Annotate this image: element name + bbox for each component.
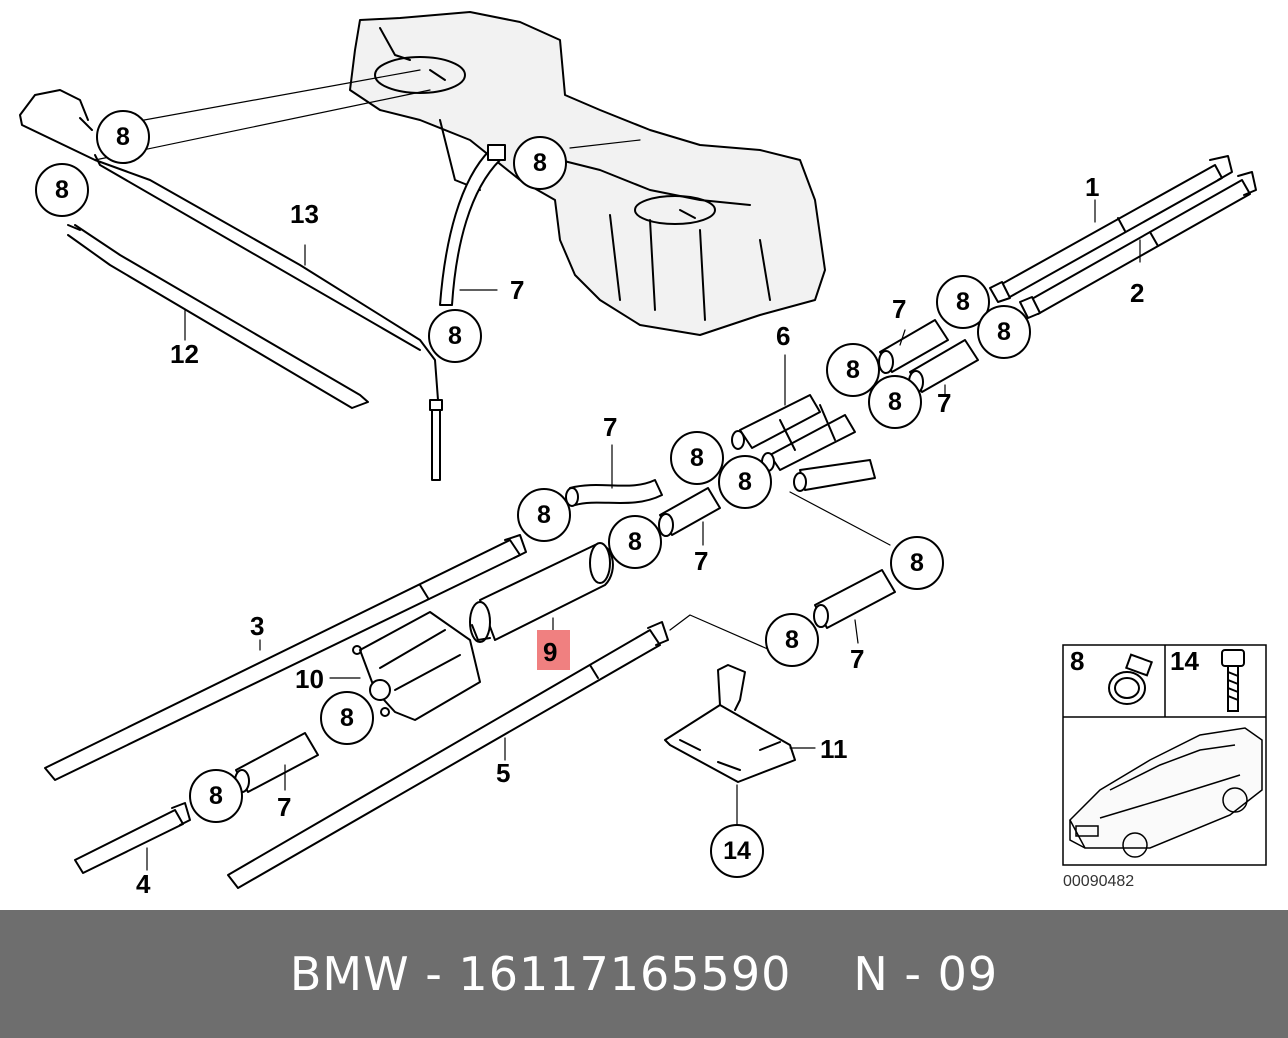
diagram-position: N - 09 [853, 947, 999, 1001]
svg-text:8: 8 [738, 468, 752, 496]
part-5-tube [227, 621, 669, 889]
diagram-reference-code: 00090482 [1063, 873, 1134, 890]
inset-bolt-label: 14 [1170, 646, 1199, 676]
label-part-5: 5 [496, 758, 510, 788]
label-part-6: 6 [776, 321, 790, 351]
svg-text:8: 8 [846, 356, 860, 384]
callout-bubble: 8 [320, 691, 374, 745]
part-7-hoses [234, 319, 979, 793]
label-part-1: 1 [1085, 172, 1099, 202]
label-part-7: 7 [603, 412, 617, 442]
part-11-shield [664, 664, 796, 783]
callout-bubble: 8 [96, 110, 150, 164]
svg-text:8: 8 [997, 318, 1011, 346]
label-part-4: 4 [136, 869, 151, 899]
footer-dash: - [425, 947, 443, 1001]
inset-panel: 8 14 00090482 [1062, 644, 1267, 890]
brand-name: BMW [289, 947, 410, 1001]
label-part-3: 3 [250, 611, 264, 641]
callout-bubbles: 8 8 8 8 8 8 8 8 8 8 8 8 8 8 8 8 14 [35, 110, 1031, 878]
label-part-7: 7 [510, 275, 524, 305]
fuel-tank [349, 11, 826, 336]
svg-text:8: 8 [690, 444, 704, 472]
svg-text:8: 8 [340, 704, 354, 732]
svg-text:8: 8 [448, 322, 462, 350]
svg-text:8: 8 [537, 501, 551, 529]
svg-text:8: 8 [956, 288, 970, 316]
label-part-7: 7 [694, 546, 708, 576]
inset-clamp-label: 8 [1070, 646, 1084, 676]
svg-text:8: 8 [785, 626, 799, 654]
label-part-13: 13 [290, 199, 319, 229]
callout-bubble: 8 [608, 515, 662, 569]
svg-text:8: 8 [209, 782, 223, 810]
callout-bubble: 8 [718, 455, 772, 509]
label-part-10: 10 [295, 664, 324, 694]
part-9-filter [469, 542, 614, 643]
svg-text:8: 8 [910, 549, 924, 577]
svg-text:8: 8 [55, 176, 69, 204]
part-1-tube [989, 155, 1233, 303]
callout-bubble: 8 [936, 275, 990, 329]
svg-text:8: 8 [116, 123, 130, 151]
callout-bubble: 8 [513, 136, 567, 190]
part-10-bracket [352, 611, 481, 721]
label-part-7: 7 [850, 644, 864, 674]
part-labels: 1 2 3 4 5 6 7 7 7 7 7 7 7 9 10 11 12 13 [136, 172, 1144, 899]
callout-bubble: 8 [890, 536, 944, 590]
svg-text:14: 14 [723, 837, 751, 865]
leader-lines [94, 69, 1141, 871]
callout-bubble: 8 [868, 375, 922, 429]
callout-bubble: 8 [189, 769, 243, 823]
callout-bubble: 8 [428, 309, 482, 363]
part-4-tube [74, 802, 191, 874]
callout-bubble: 8 [765, 613, 819, 667]
parts-diagram: 8 8 8 8 8 8 8 8 8 8 8 8 8 8 8 8 14 1 2 3… [19, 11, 1267, 899]
label-part-11: 11 [820, 734, 848, 764]
hose-clamp-icon [1108, 653, 1154, 705]
label-part-12: 12 [170, 339, 199, 369]
part-12-line [67, 224, 369, 409]
svg-text:8: 8 [888, 388, 902, 416]
highlight-box [537, 630, 570, 670]
callout-bubble: 8 [670, 431, 724, 485]
label-part-7: 7 [277, 792, 291, 822]
label-part-9: 9 [543, 637, 557, 667]
callout-bubble: 8 [35, 163, 89, 217]
part-13-line [19, 89, 443, 481]
part-info-footer: BMW - 16117165590 N - 09 [0, 910, 1288, 1038]
part-number: 16117165590 [458, 947, 792, 1001]
callout-bubble: 8 [977, 305, 1031, 359]
callout-bubble: 8 [826, 343, 880, 397]
svg-text:8: 8 [628, 528, 642, 556]
svg-text:8: 8 [533, 149, 547, 177]
car-silhouette-icon [1069, 727, 1263, 858]
part-7-curved-hose [439, 144, 506, 306]
callout-bubble: 14 [710, 824, 764, 878]
callout-bubble: 8 [517, 488, 571, 542]
label-part-2: 2 [1130, 278, 1144, 308]
label-part-7: 7 [892, 294, 906, 324]
part-3-tube [44, 534, 527, 781]
label-part-7: 7 [937, 388, 951, 418]
bolt-icon [1221, 649, 1245, 712]
